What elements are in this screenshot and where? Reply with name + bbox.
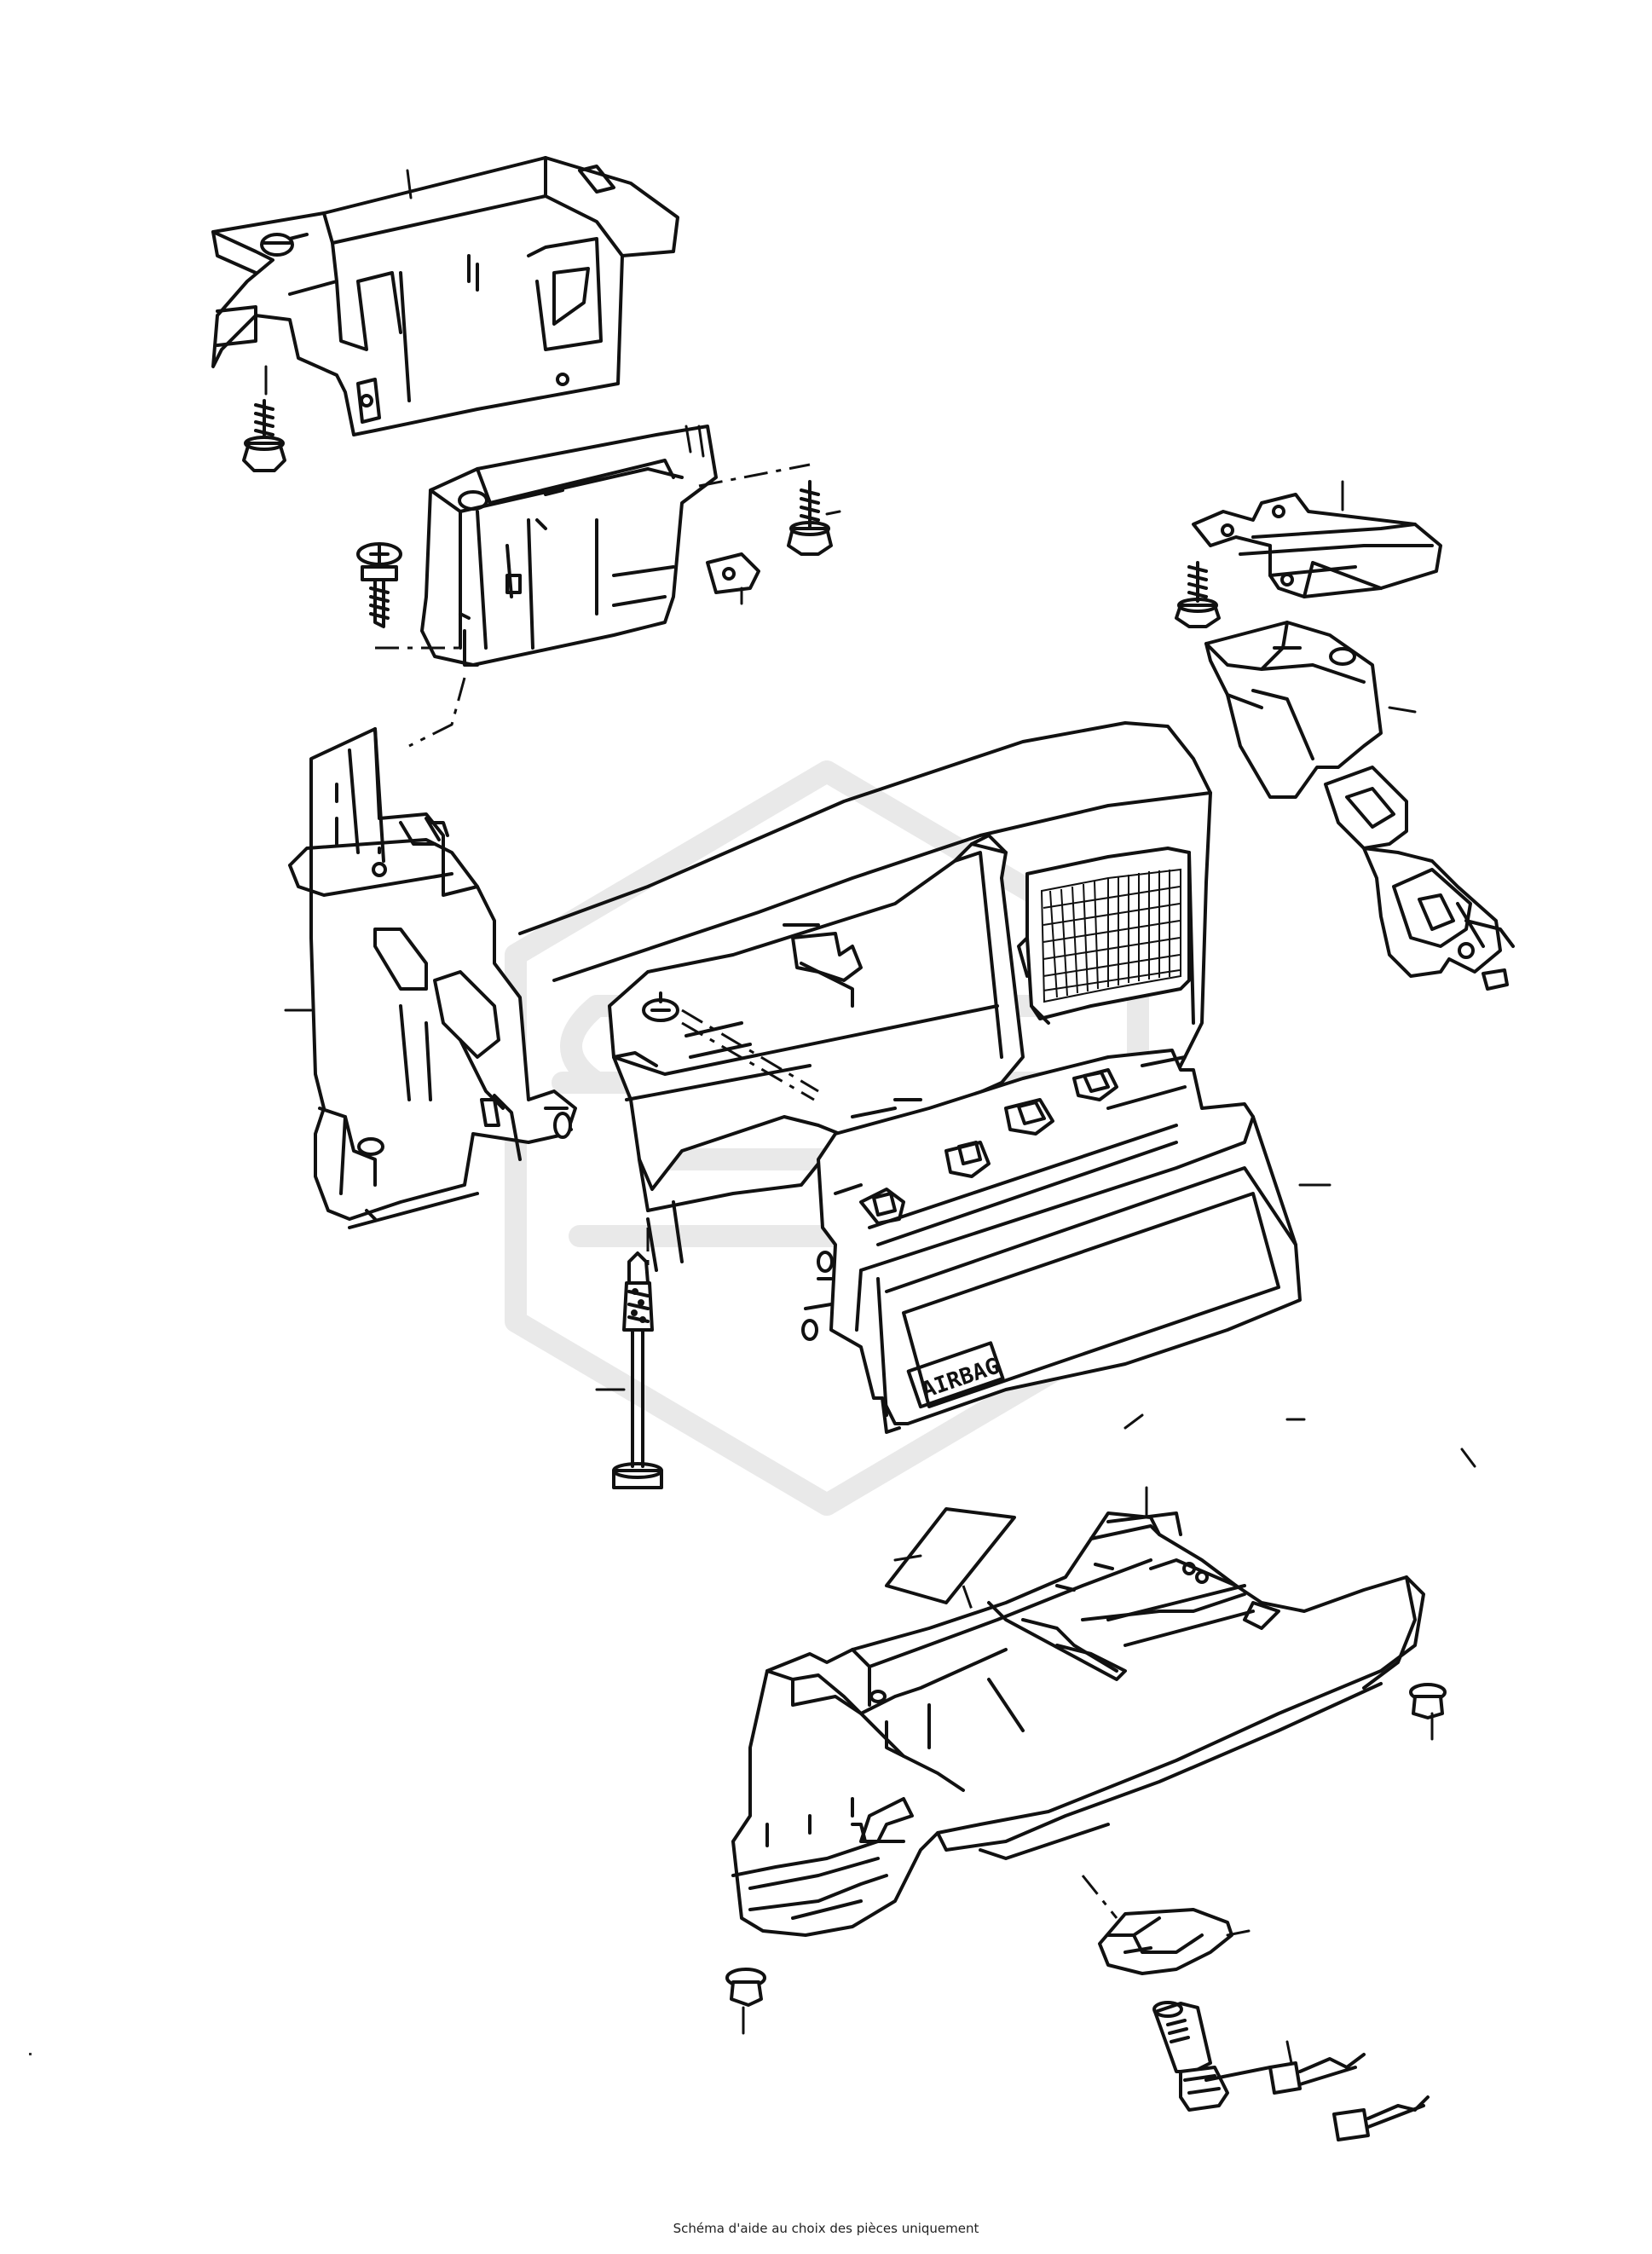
keys bbox=[1268, 2040, 1430, 2141]
stray-dot bbox=[29, 2053, 32, 2055]
right-side-bracket bbox=[1204, 621, 1515, 991]
center-support-bracket bbox=[375, 425, 811, 748]
screw-upper-left bbox=[242, 365, 286, 472]
clip-nut-left bbox=[725, 1968, 766, 2035]
clip-nut-right bbox=[1409, 1683, 1447, 1741]
right-mounting-plate bbox=[1192, 480, 1442, 598]
screw-center-right bbox=[787, 480, 841, 556]
lock-cylinder bbox=[1152, 2001, 1272, 2112]
clip-nut-center bbox=[706, 552, 760, 605]
dashboard-housing bbox=[518, 721, 1212, 1272]
screw-center-left bbox=[356, 542, 402, 628]
glove-box bbox=[731, 1486, 1425, 1937]
threaded-stud bbox=[595, 1251, 663, 1489]
glove-box-lock bbox=[1098, 1908, 1251, 1975]
caption: Schéma d'aide au choix des pièces unique… bbox=[673, 2221, 979, 2236]
screw-right bbox=[1175, 561, 1221, 628]
upper-mounting-bracket bbox=[211, 156, 679, 436]
left-side-bracket bbox=[284, 727, 577, 1229]
passenger-airbag-module: AIRBAG bbox=[801, 1049, 1331, 1434]
